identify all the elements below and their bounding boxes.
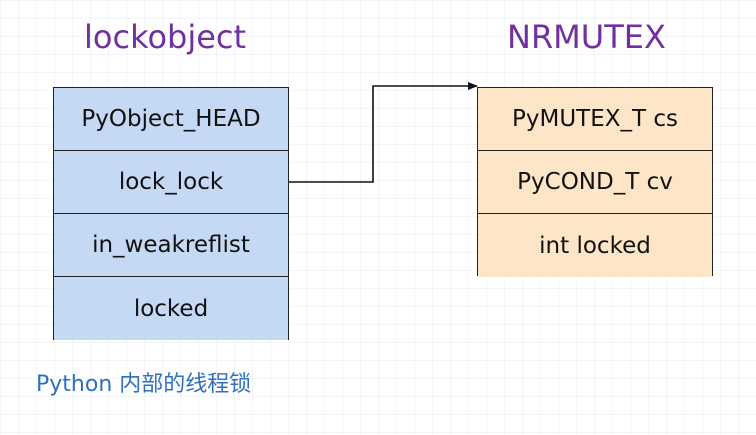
field-lock-lock: lock_lock <box>54 151 288 214</box>
lockobject-struct: PyObject_HEAD lock_lock in_weakreflist l… <box>53 87 289 340</box>
field-locked: locked <box>54 277 288 340</box>
lockobject-title: lockobject <box>84 18 247 56</box>
field-in-weakreflist: in_weakreflist <box>54 214 288 277</box>
nrmutex-struct: PyMUTEX_T cs PyCOND_T cv int locked <box>477 87 713 277</box>
caption: Python 内部的线程锁 <box>36 372 252 397</box>
field-pycond-cv: PyCOND_T cv <box>478 151 712 214</box>
field-pymutex-cs: PyMUTEX_T cs <box>478 88 712 151</box>
pointer-line <box>289 82 478 183</box>
field-pyobject-head: PyObject_HEAD <box>54 88 288 151</box>
field-int-locked: int locked <box>478 214 712 277</box>
nrmutex-title: NRMUTEX <box>507 18 666 56</box>
